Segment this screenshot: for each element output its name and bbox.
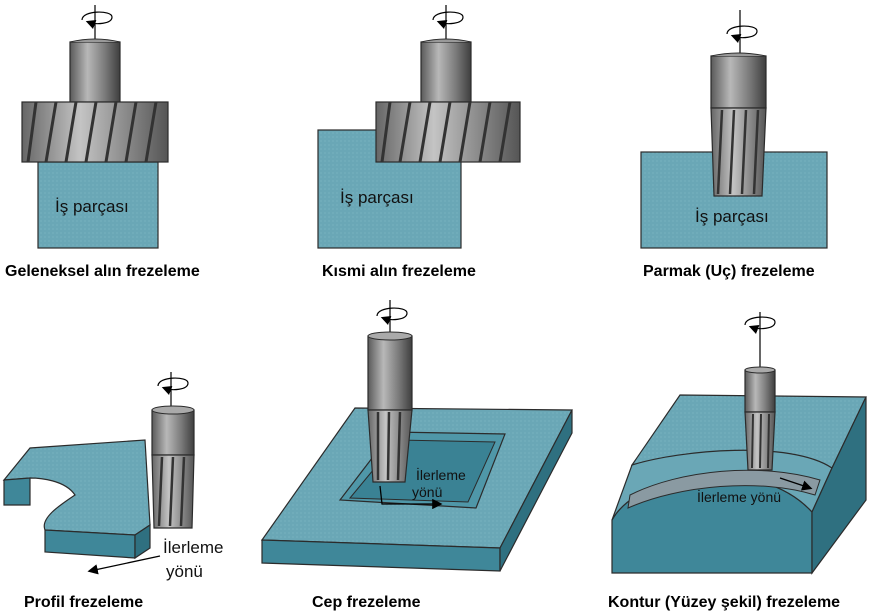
- feed-direction-arrow: [379, 485, 443, 510]
- panel-caption: Parmak (Uç) frezeleme: [643, 263, 815, 280]
- workpiece: [2, 439, 151, 560]
- feed-direction-arrow: [87, 555, 161, 575]
- panel-caption: Cep frezeleme: [312, 594, 421, 611]
- panel-face-milling: İş parçası Geleneksel alın frezeleme: [5, 5, 200, 280]
- end-mill-tool: [710, 52, 767, 197]
- workpiece-label: İş parçası: [55, 197, 129, 216]
- panel-pocket-milling: İlerleme yönü Cep frezeleme: [260, 300, 573, 611]
- workpiece: [37, 161, 159, 249]
- face-mill-cutter: [375, 101, 521, 163]
- tool-shaft: [69, 41, 121, 103]
- panel-caption: Geleneksel alın frezeleme: [5, 263, 200, 280]
- feed-label: İlerleme: [163, 538, 223, 557]
- panel-caption: Profil frezeleme: [24, 594, 143, 611]
- feed-label: yönü: [166, 562, 203, 581]
- workpiece-label: İş parçası: [695, 207, 769, 226]
- workpiece-label: İş parçası: [340, 188, 414, 207]
- face-mill-cutter: [21, 101, 169, 163]
- rotation-arrow-icon: [744, 312, 776, 370]
- panel-caption: Kısmi alın frezeleme: [322, 263, 476, 280]
- panel-caption: Kontur (Yüzey şekil) frezeleme: [608, 594, 840, 611]
- rotation-arrow-icon: [157, 372, 189, 410]
- feed-direction-arrow: [779, 477, 813, 491]
- feed-label: İlerleme yönü: [697, 488, 781, 505]
- rotation-arrow-icon: [432, 5, 464, 42]
- panel-contour-milling: İlerleme yönü Kontur (Yüzey şekil) freze…: [608, 312, 867, 611]
- rotation-arrow-icon: [376, 300, 408, 336]
- workpiece: [611, 394, 867, 575]
- panel-end-milling: İş parçası Parmak (Uç) frezeleme: [640, 10, 828, 280]
- end-mill-tool: [744, 366, 776, 471]
- panel-partial-face-milling: İş parçası Kısmi alın frezeleme: [317, 5, 521, 280]
- feed-label: yönü: [412, 484, 442, 500]
- end-mill-tool: [151, 405, 195, 529]
- tool-shaft: [420, 41, 472, 103]
- feed-label: İlerleme: [416, 466, 466, 483]
- rotation-arrow-icon: [726, 10, 758, 56]
- rotation-arrow-icon: [81, 5, 113, 42]
- panel-profile-milling: İlerleme yönü Profil frezeleme: [2, 372, 223, 611]
- end-mill-tool: [367, 331, 413, 483]
